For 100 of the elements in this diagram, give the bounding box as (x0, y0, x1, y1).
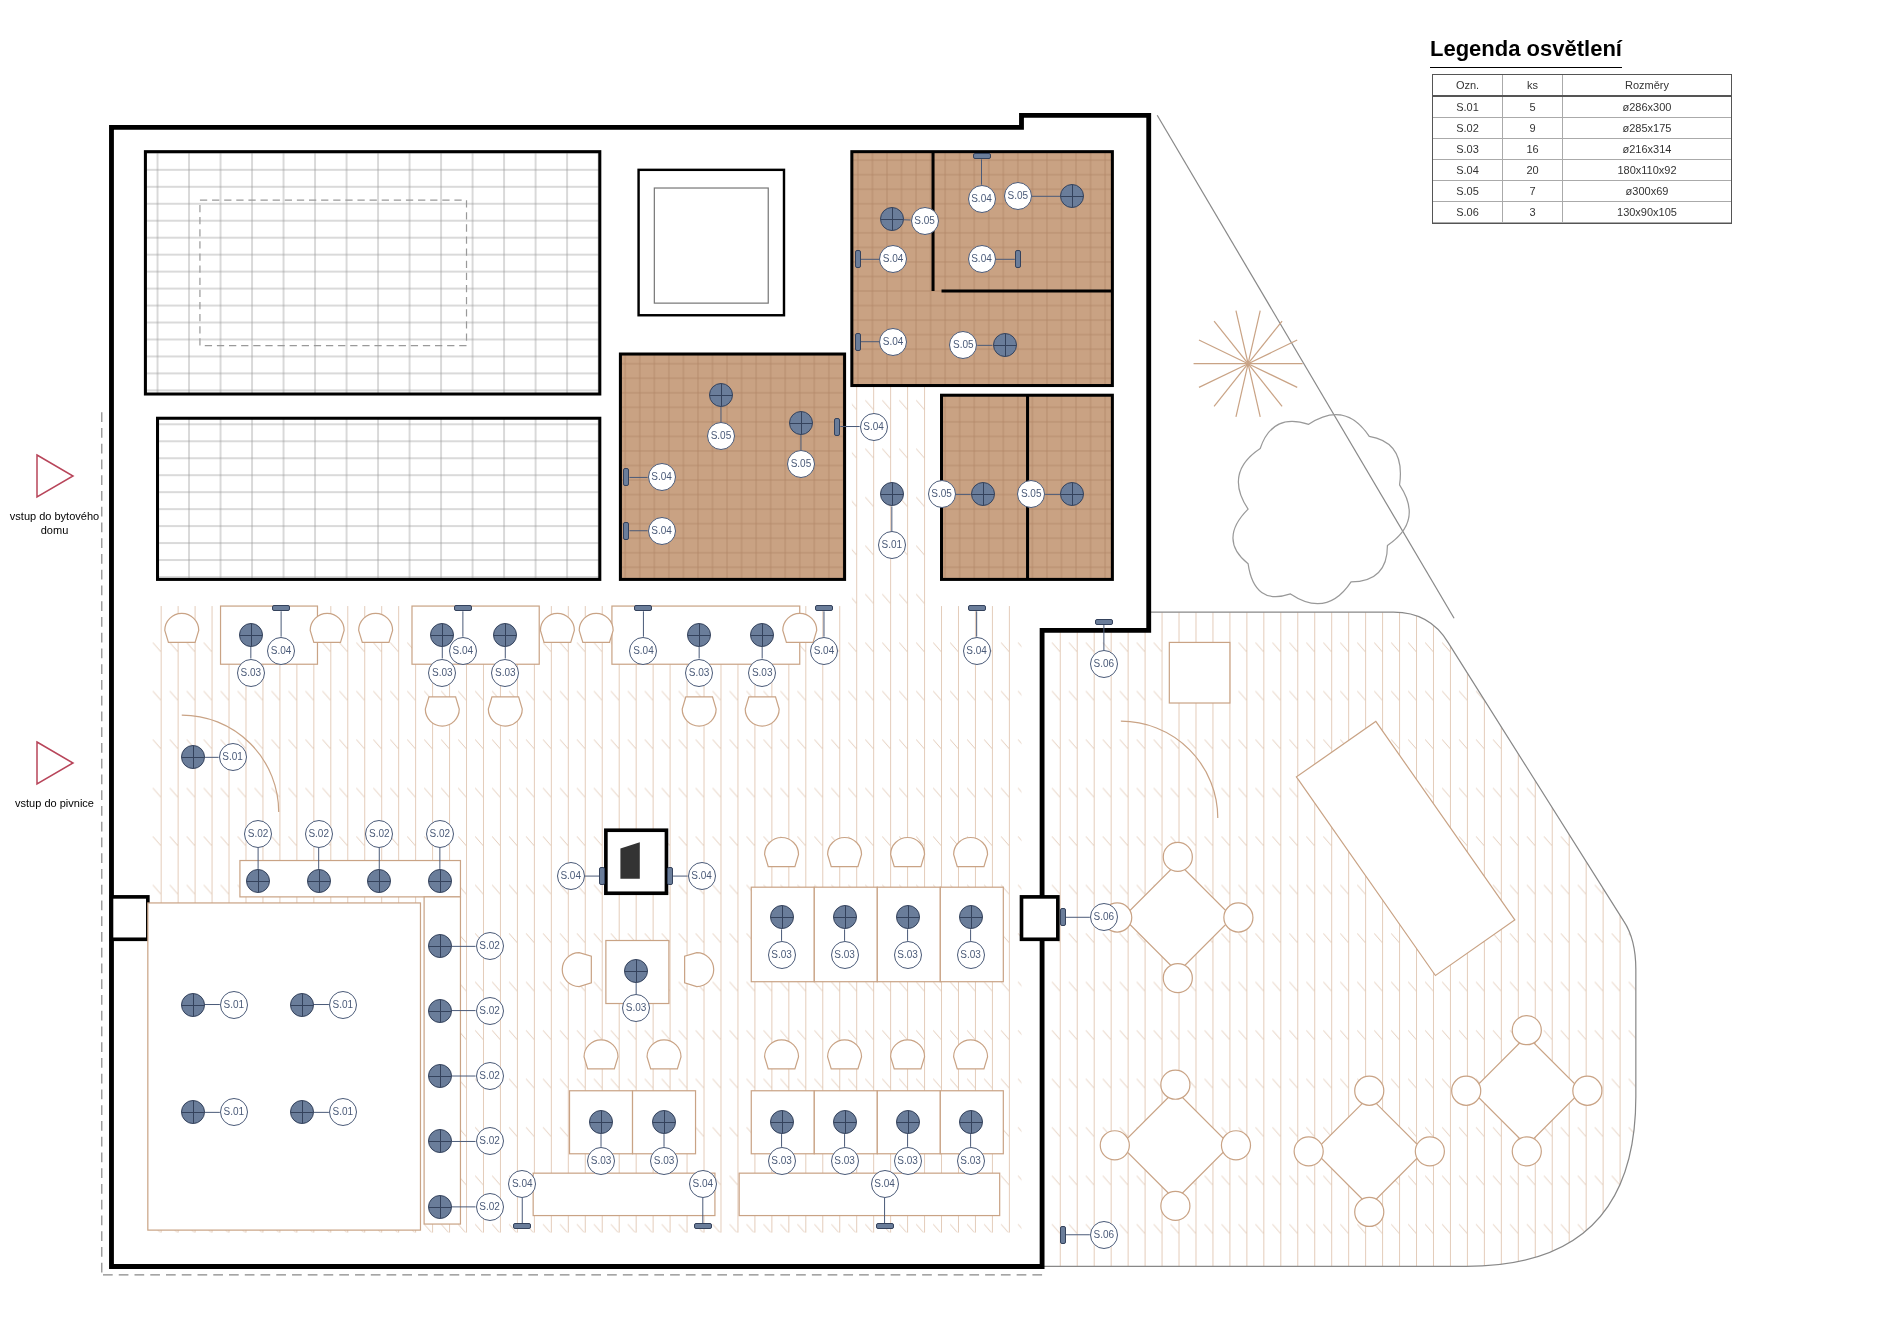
wall-light-symbol (854, 250, 861, 269)
leader-line (628, 476, 649, 478)
table-cell-text: ø300x69 (1624, 183, 1670, 199)
leader-line (981, 158, 982, 186)
table-cell: 3 (1503, 202, 1563, 222)
leader-line (839, 426, 861, 428)
leader-line (204, 1111, 221, 1113)
table-cell: S.06 (1433, 202, 1503, 222)
header-cell: ks (1503, 75, 1563, 95)
entrance-label: vstup do pivnice (14, 797, 95, 812)
leader-line (955, 493, 972, 495)
leader-line (441, 646, 443, 659)
wall-light-symbol (1094, 618, 1113, 625)
leader-line (698, 646, 700, 659)
table-cell-text: ø286x300 (1621, 99, 1673, 115)
leader-line (250, 646, 252, 659)
table-cell: 7 (1503, 181, 1563, 201)
leader-line (378, 847, 380, 870)
leader-line (451, 945, 477, 947)
leader-line (584, 875, 600, 877)
leader-line (907, 1133, 909, 1148)
leader-line (891, 505, 893, 532)
wall-light-symbol (854, 332, 861, 351)
table-cell: S.04 (1433, 160, 1503, 180)
wall-light-symbol (814, 605, 833, 612)
leader-line (761, 646, 763, 659)
leader-line (781, 928, 783, 942)
leader-line (462, 610, 464, 638)
table-cell: 20 (1503, 160, 1563, 180)
wall-light-symbol (834, 417, 841, 436)
table-cell: S.05 (1433, 181, 1503, 201)
leader-line (907, 928, 909, 942)
table-cell: S.01 (1433, 97, 1503, 117)
table-cell-text: 130x90x105 (1616, 204, 1678, 220)
leader-line (313, 1111, 330, 1113)
leader-line (1044, 493, 1061, 495)
leader-line (844, 928, 846, 942)
table-cell: S.02 (1433, 118, 1503, 138)
table-cell: 9 (1503, 118, 1563, 138)
wall-light-symbol (599, 867, 606, 886)
table-cell: 5 (1503, 97, 1563, 117)
wall-light-symbol (623, 521, 630, 540)
leader-line (1065, 1234, 1091, 1236)
leader-line (976, 610, 978, 638)
leader-line (823, 610, 825, 638)
table-cell-text: ø285x175 (1621, 120, 1673, 136)
entrance-label: vstup do bytového domu (9, 510, 100, 538)
wall-light-symbol (1059, 908, 1066, 927)
leader-line (439, 847, 441, 870)
leader-line (903, 219, 912, 221)
leader-line (860, 341, 880, 343)
leader-line (313, 1004, 330, 1006)
leader-line (635, 982, 637, 995)
leader-line (884, 1197, 886, 1224)
leader-line (844, 1133, 846, 1148)
leader-line (970, 1133, 972, 1148)
leader-line (204, 1004, 221, 1006)
leader-line (451, 1140, 477, 1142)
leader-line (451, 1010, 477, 1012)
wall-light-symbol (1014, 250, 1021, 269)
wall-light-symbol (623, 468, 630, 487)
leader-line (600, 1133, 602, 1148)
leader-line (204, 756, 220, 758)
leader-line (280, 610, 282, 638)
leader-line (521, 1197, 523, 1224)
wall-light-symbol (1059, 1225, 1066, 1244)
wall-light-symbol (693, 1223, 712, 1230)
leader-line (663, 1133, 665, 1148)
leader-line (976, 344, 994, 346)
leader-line (781, 1133, 783, 1148)
leader-line (628, 530, 649, 532)
table-cell-text: 180x110x92 (1616, 162, 1678, 178)
wall-light-symbol (972, 153, 991, 160)
header-cell: Ozn. (1433, 75, 1503, 95)
leader-line (1031, 195, 1061, 197)
leader-line (672, 875, 689, 877)
wall-light-symbol (513, 1223, 532, 1230)
table-cell-text: ø216x314 (1621, 141, 1673, 157)
leader-line (318, 847, 320, 870)
leader-line (1065, 916, 1091, 918)
leader-line (1103, 624, 1105, 651)
header-cell-text: Rozměry (1624, 77, 1670, 93)
leader-line (257, 847, 259, 870)
wall-light-symbol (453, 605, 472, 612)
leader-line (451, 1075, 477, 1077)
wall-light-symbol (967, 605, 986, 612)
table-cell: S.03 (1433, 139, 1503, 159)
leader-line (451, 1206, 477, 1208)
leader-line (860, 258, 880, 260)
leader-line (720, 406, 722, 423)
leader-line (995, 258, 1016, 260)
leader-line (800, 434, 802, 451)
table-cell: 16 (1503, 139, 1563, 159)
wall-light-symbol (667, 867, 674, 886)
wall-light-symbol (634, 605, 653, 612)
wall-light-symbol (875, 1223, 894, 1230)
leader-line (642, 610, 644, 638)
leader-line (970, 928, 972, 942)
wall-light-symbol (272, 605, 291, 612)
legend-title: Legenda osvětlení (1430, 32, 1622, 68)
